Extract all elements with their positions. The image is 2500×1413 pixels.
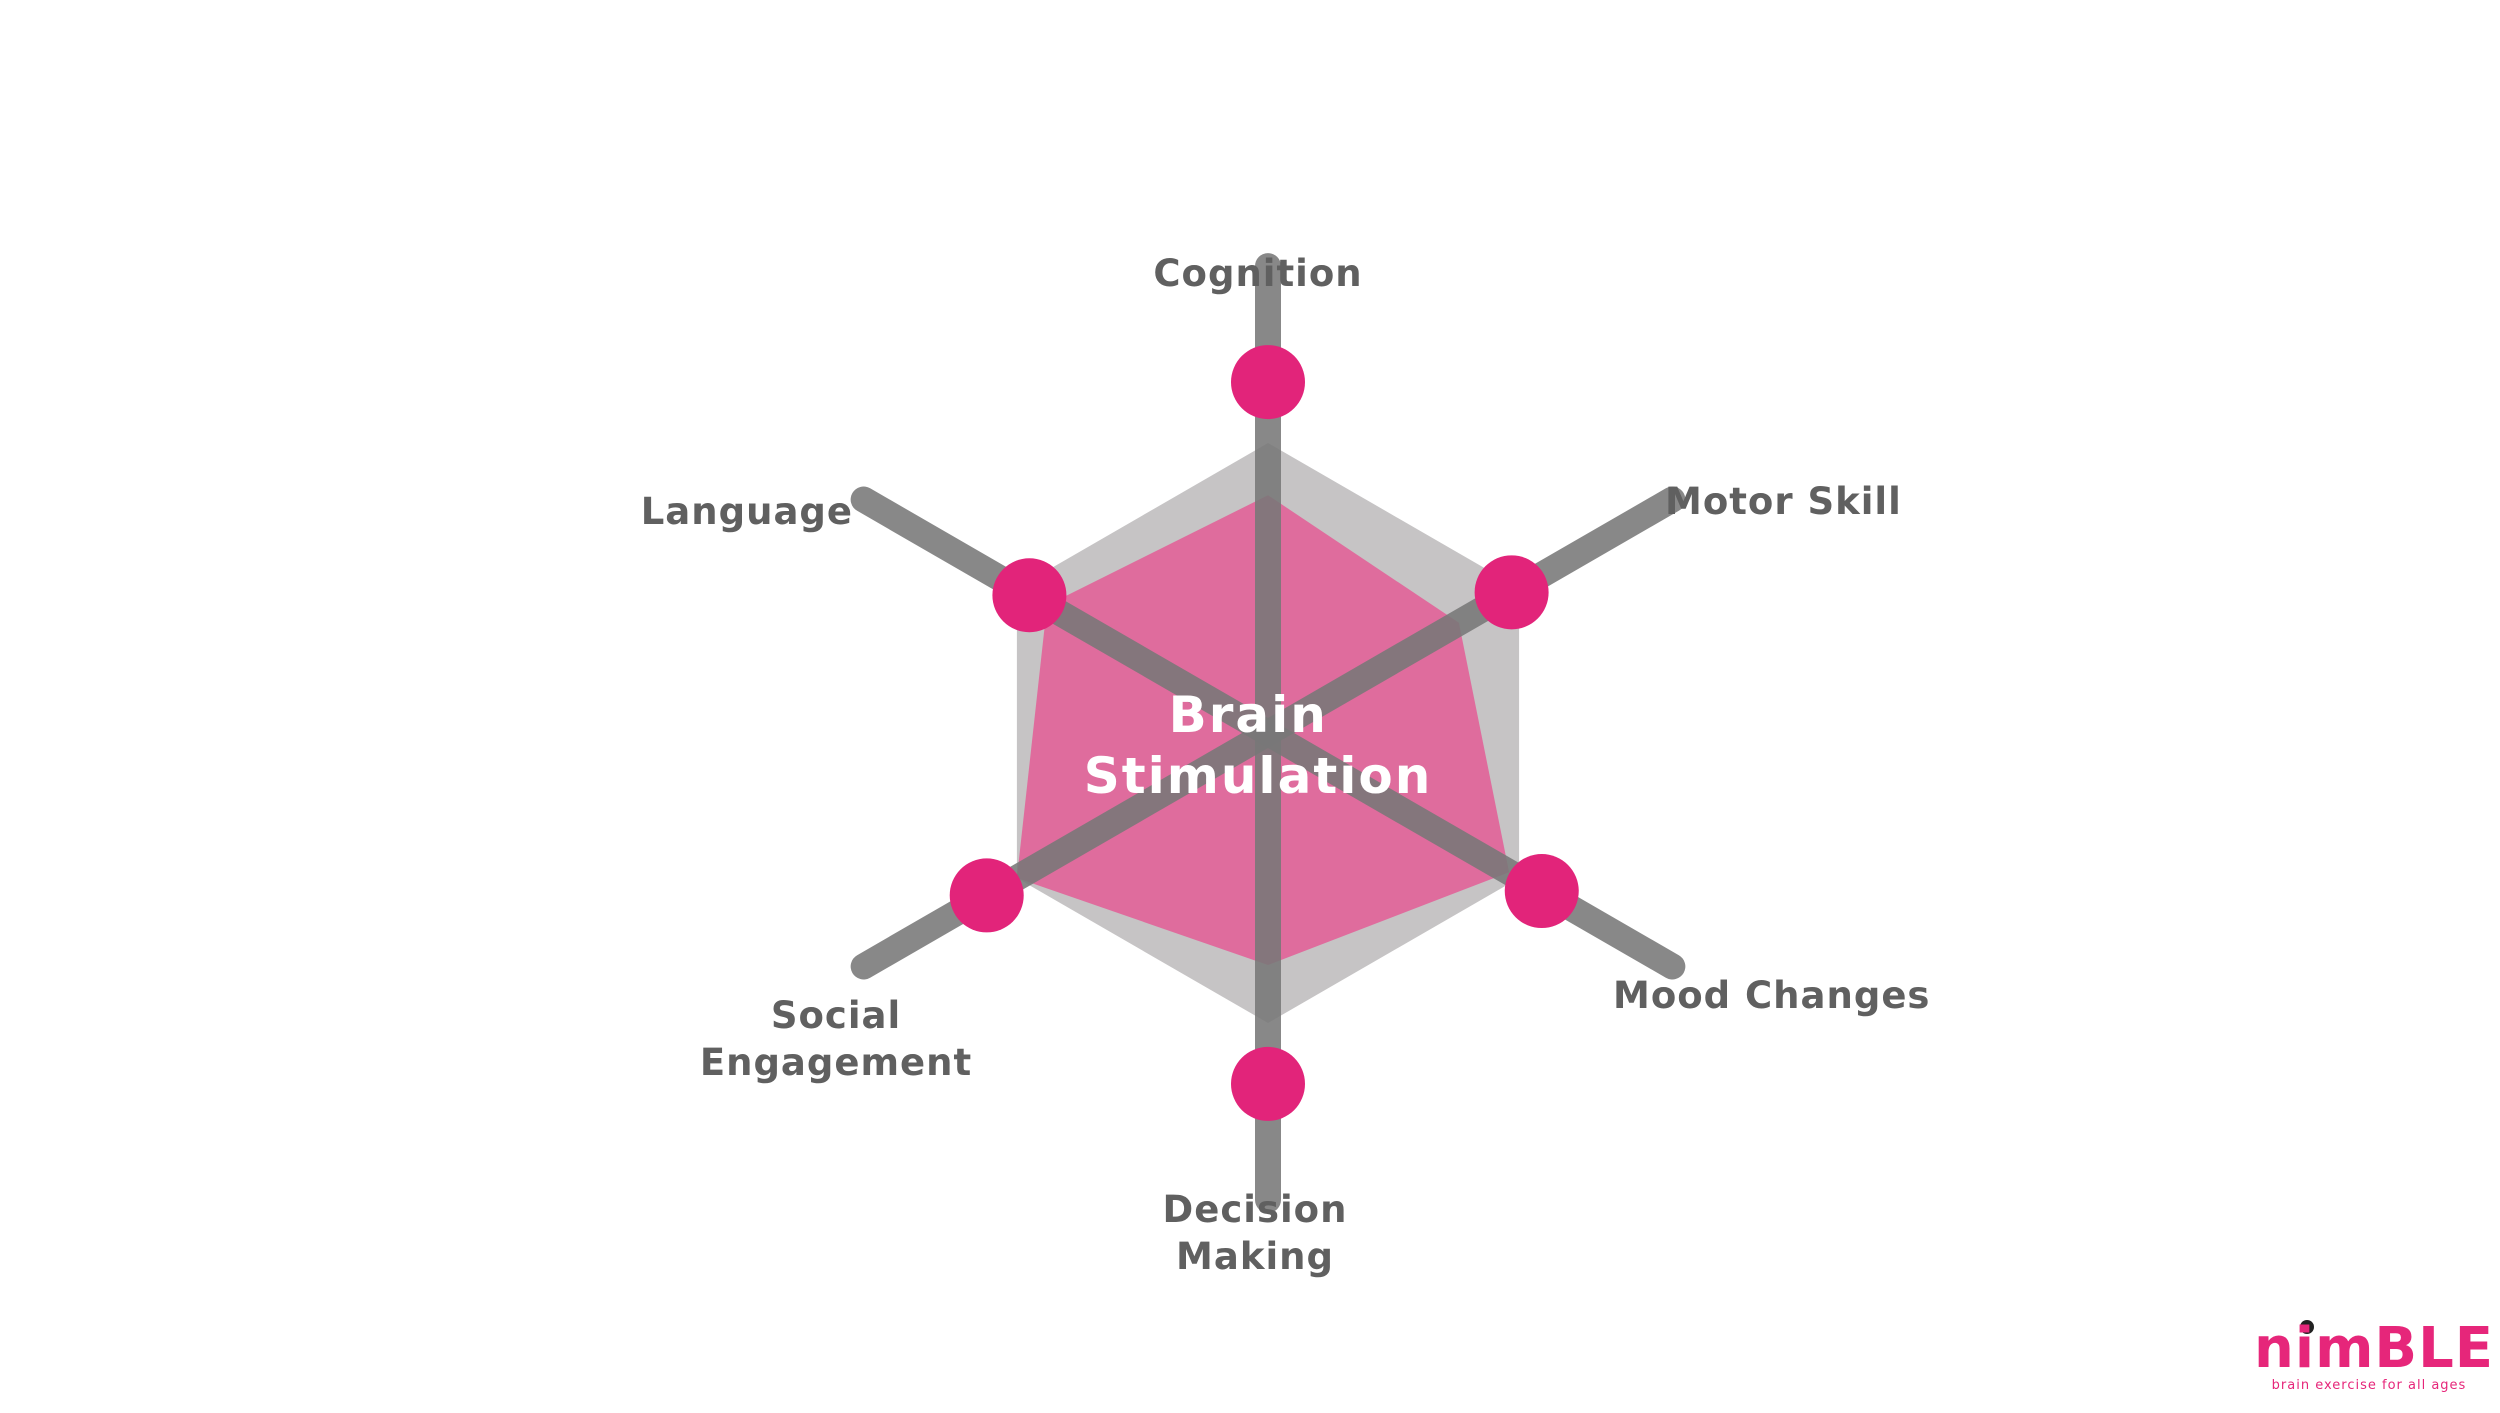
axis-label-mood-changes: Mood Changes <box>1613 974 1930 1017</box>
logo-dot-icon <box>2300 1320 2314 1334</box>
center-label-line-2: Stimulation <box>1084 747 1433 805</box>
axis-label-line: Language <box>641 490 853 533</box>
logo-tagline: brain exercise for all ages <box>2271 1378 2467 1393</box>
center-label-line-1: Brain <box>1169 686 1328 744</box>
axis-label-line: Engagement <box>700 1041 972 1084</box>
axis-label-line: Cognition <box>1153 252 1362 295</box>
axis-label-line: Mood Changes <box>1613 974 1930 1017</box>
center-label: Brain Stimulation <box>1084 686 1433 805</box>
nimble-logo: nimBLE brain exercise for all ages <box>2254 1316 2495 1398</box>
data-point-motor-skill <box>1474 555 1549 630</box>
axis-label-cognition: Cognition <box>1153 252 1362 295</box>
data-point-decision-making <box>1231 1046 1305 1121</box>
axis-label-language: Language <box>641 490 853 533</box>
axis-label-line: Motor Skill <box>1665 480 1902 523</box>
data-points-layer <box>949 345 1579 1121</box>
axis-label-line: Social <box>771 994 901 1037</box>
data-point-mood-changes <box>1504 854 1579 929</box>
data-point-cognition <box>1231 345 1305 420</box>
data-point-social-engagement <box>949 858 1024 933</box>
logo-wordmark: nimBLE <box>2254 1316 2495 1381</box>
axis-label-line: Making <box>1176 1235 1334 1278</box>
data-point-language <box>992 558 1067 633</box>
axis-label-line: Decision <box>1163 1188 1348 1231</box>
axis-label-motor-skill: Motor Skill <box>1665 480 1902 523</box>
